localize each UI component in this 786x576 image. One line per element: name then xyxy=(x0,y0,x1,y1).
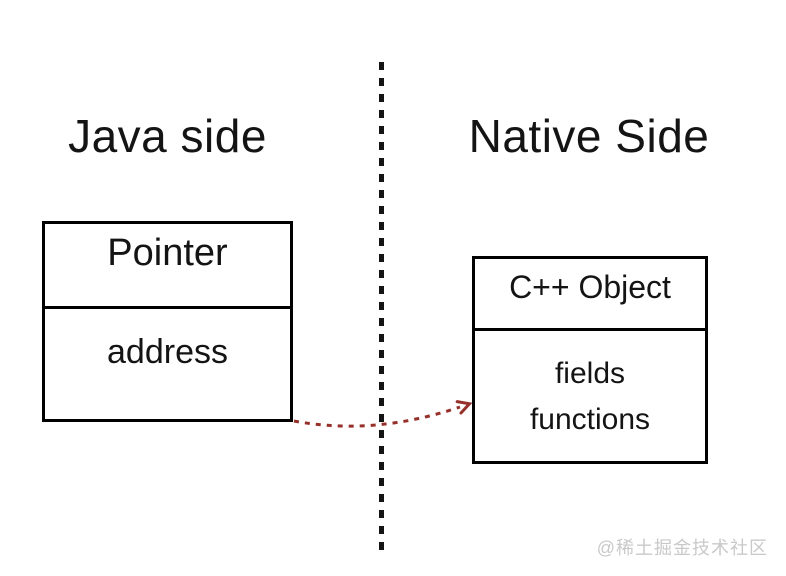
cpp-object-box-header: C++ Object xyxy=(475,259,705,331)
java-side-title: Java side xyxy=(68,110,267,162)
pointer-box: Pointer address xyxy=(42,221,293,422)
dashed-divider-line xyxy=(379,62,384,552)
cpp-object-box: C++ Object fields functions xyxy=(472,256,708,464)
native-side-title: Native Side xyxy=(468,110,710,162)
fields-label: fields xyxy=(554,357,626,390)
cpp-object-box-body: fields functions xyxy=(475,331,705,461)
pointer-box-header: Pointer xyxy=(45,224,290,309)
watermark-text: @稀土掘金技术社区 xyxy=(596,538,768,558)
dotted-arrow-curve xyxy=(293,407,460,428)
pointer-box-address-cell: address xyxy=(107,332,228,371)
functions-label: functions xyxy=(529,403,651,436)
